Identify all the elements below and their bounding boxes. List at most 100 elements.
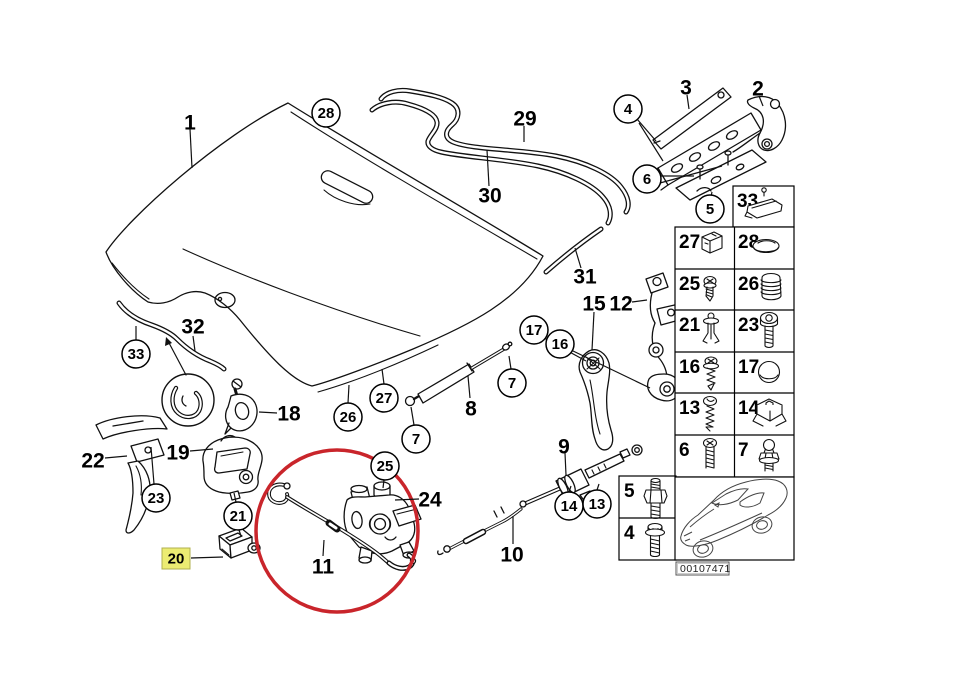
callout-10[interactable]: 10	[500, 544, 523, 567]
callout-30[interactable]: 30	[478, 185, 501, 208]
callout-circle-28[interactable]: 28	[311, 98, 341, 128]
grid-number-17[interactable]: 17	[738, 357, 759, 378]
grid-number-13[interactable]: 13	[679, 398, 700, 419]
svg-text:33: 33	[128, 346, 145, 363]
svg-text:17: 17	[526, 322, 543, 339]
callout-9[interactable]: 9	[558, 436, 570, 459]
stud-with-nut-icon	[643, 477, 668, 520]
gas-strut-drawing	[404, 341, 513, 407]
callout-1[interactable]: 1	[184, 112, 196, 135]
svg-text:26: 26	[340, 409, 357, 426]
callout-circle-7-upper[interactable]: 7	[497, 368, 527, 398]
callout-3[interactable]: 3	[680, 77, 692, 100]
oval-plug-icon	[752, 238, 780, 254]
callout-circle-25[interactable]: 25	[370, 451, 400, 481]
grid-number-7[interactable]: 7	[738, 440, 749, 461]
callout-24[interactable]: 24	[418, 489, 442, 512]
svg-text:7: 7	[508, 375, 516, 392]
callout-20-highlighted[interactable]: 20	[161, 547, 191, 570]
seal-32-drawing	[116, 300, 227, 372]
grid-number-16[interactable]: 16	[679, 357, 700, 378]
grid-number-6[interactable]: 6	[679, 440, 690, 461]
callout-circle-13[interactable]: 13	[582, 489, 612, 519]
callout-circle-6[interactable]: 6	[632, 164, 662, 194]
svg-text:5: 5	[706, 201, 714, 218]
image-number: 00107471	[680, 563, 731, 575]
ball-stud-icon	[758, 438, 780, 472]
grid-number-21[interactable]: 21	[679, 315, 701, 336]
callout-8[interactable]: 8	[465, 398, 477, 421]
svg-text:25: 25	[377, 458, 394, 475]
striker-20-drawing	[218, 527, 261, 559]
socket-bolt-icon	[759, 311, 779, 349]
svg-text:27: 27	[376, 390, 393, 407]
grid-number-25[interactable]: 25	[679, 274, 701, 295]
svg-text:21: 21	[230, 508, 247, 525]
grid-number-26[interactable]: 26	[738, 274, 759, 295]
callout-circle-23[interactable]: 23	[141, 483, 171, 513]
grid-number-14[interactable]: 14	[738, 398, 760, 419]
callout-19[interactable]: 19	[166, 442, 189, 465]
callout-circle-14[interactable]: 14	[554, 491, 584, 521]
leader-lines	[104, 94, 764, 559]
callout-circle-33[interactable]: 33	[121, 339, 151, 369]
callout-circle-27[interactable]: 27	[369, 383, 399, 413]
callout-circle-16[interactable]: 16	[545, 329, 575, 359]
pan-head-screw-icon	[703, 275, 717, 302]
svg-text:23: 23	[148, 490, 165, 507]
svg-text:14: 14	[561, 498, 578, 515]
svg-text:6: 6	[643, 171, 651, 188]
callout-15[interactable]: 15	[582, 293, 606, 316]
callout-circle-26[interactable]: 26	[333, 402, 363, 432]
callout-circle-7-lower[interactable]: 7	[401, 424, 431, 454]
callout-circle-17[interactable]: 17	[519, 315, 549, 345]
grid-number-23[interactable]: 23	[738, 315, 759, 336]
callout-11[interactable]: 11	[312, 556, 335, 579]
callout-22[interactable]: 22	[81, 450, 104, 473]
image-number-box: 00107471	[675, 561, 731, 576]
hinge-arm-15-drawing	[578, 349, 614, 451]
grid-number-27[interactable]: 27	[679, 232, 700, 253]
long-screw-icon	[702, 395, 718, 432]
yellow-highlight	[161, 547, 191, 570]
callout-31[interactable]: 31	[573, 266, 597, 289]
parts-grid: 33 27 28 25 26 21 23 16 17 13 14 6 7 5 4	[618, 185, 795, 576]
callout-2[interactable]: 2	[752, 78, 764, 101]
svg-text:7: 7	[412, 431, 420, 448]
spring-clip-icon	[701, 231, 723, 254]
callout-29[interactable]: 29	[513, 108, 536, 131]
ribbed-plug-icon	[760, 272, 782, 301]
release-lever-22-drawing	[95, 415, 168, 534]
callout-12[interactable]: 12	[609, 293, 632, 316]
callout-labels: 1 32 29 30 31 3 2 15 12 8 9 10 24 11 18 …	[81, 77, 764, 579]
hook-18-drawing	[224, 378, 258, 435]
hinge-assembly-drawing	[652, 87, 787, 201]
arrow-head	[165, 337, 172, 346]
latch-19-drawing	[202, 434, 263, 501]
callout-circle-4[interactable]: 4	[613, 94, 643, 124]
callout-32[interactable]: 32	[181, 316, 204, 339]
cage-nut-icon	[752, 398, 787, 427]
seal-29-drawing	[378, 87, 631, 215]
hood-vent-slot	[320, 170, 374, 204]
callout-20[interactable]: 20	[168, 551, 185, 568]
svg-text:13: 13	[589, 496, 606, 513]
callout-circle-5[interactable]: 5	[695, 194, 725, 224]
svg-text:28: 28	[318, 105, 335, 122]
callout-circle-21[interactable]: 21	[223, 501, 253, 531]
grid-number-4[interactable]: 4	[624, 523, 635, 544]
svg-text:4: 4	[624, 101, 633, 118]
red-highlight-circle	[254, 448, 420, 614]
cap-icon	[757, 360, 781, 384]
callout-18[interactable]: 18	[277, 403, 301, 426]
expansion-rivet-icon	[702, 312, 720, 344]
seal-30-drawing	[369, 99, 613, 226]
grid-number-5[interactable]: 5	[624, 481, 635, 502]
flange-bolt-icon	[644, 522, 666, 558]
sliding-block-clip-icon	[744, 187, 783, 219]
hood-badge	[214, 291, 236, 309]
machine-screw-icon	[702, 437, 718, 469]
seal-profile-magnifier	[161, 337, 215, 427]
